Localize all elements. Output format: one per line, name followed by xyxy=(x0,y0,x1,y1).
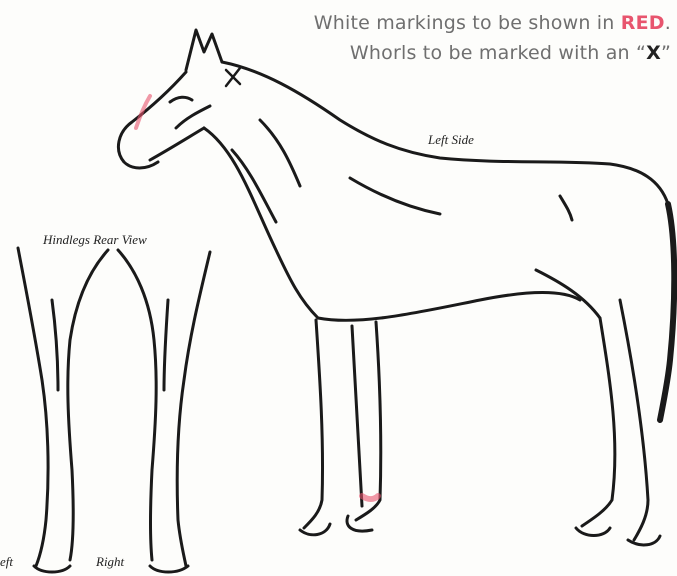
horse-neck-underside xyxy=(204,128,318,318)
rear-leg-left-outer xyxy=(18,248,48,566)
horse-neck-line xyxy=(260,120,300,186)
rear-hoof-left xyxy=(34,566,70,572)
rear-hoof-right xyxy=(150,566,188,572)
caption-left-side: Left Side xyxy=(428,132,474,148)
horse-neck-line xyxy=(232,150,276,222)
horse-tail xyxy=(660,204,674,420)
horse-belly xyxy=(318,292,580,320)
horse-hind-leg-far xyxy=(620,300,648,540)
caption-leg-right: Right xyxy=(96,554,124,570)
horse-face xyxy=(118,72,186,168)
horse-ears xyxy=(186,30,222,70)
horse-eye xyxy=(170,97,192,102)
horse-front-leg-near xyxy=(304,320,323,528)
rear-leg-left-detail xyxy=(52,300,58,390)
rear-leg-right-detail xyxy=(164,300,168,390)
horse-cheek xyxy=(176,106,210,128)
red-marking-face xyxy=(136,96,150,128)
horse-jaw xyxy=(150,128,204,160)
caption-leg-left: eft xyxy=(0,554,13,570)
hindlegs-rear-view xyxy=(18,248,210,572)
horse-shoulder-line xyxy=(350,178,440,214)
whorl-x-mark xyxy=(226,68,240,86)
horse-hind-leg-near xyxy=(582,318,615,526)
rear-leg-right-outer xyxy=(177,252,210,566)
horse-hind-hoof xyxy=(576,528,610,536)
caption-hindlegs-rear-view: Hindlegs Rear View xyxy=(43,232,147,248)
horse-front-leg-near-back xyxy=(352,326,362,506)
rear-leg-left-inner xyxy=(68,250,108,560)
horse-hip-mark xyxy=(560,196,572,220)
red-marking-leg xyxy=(362,496,378,499)
rear-leg-right-inner xyxy=(118,250,156,560)
